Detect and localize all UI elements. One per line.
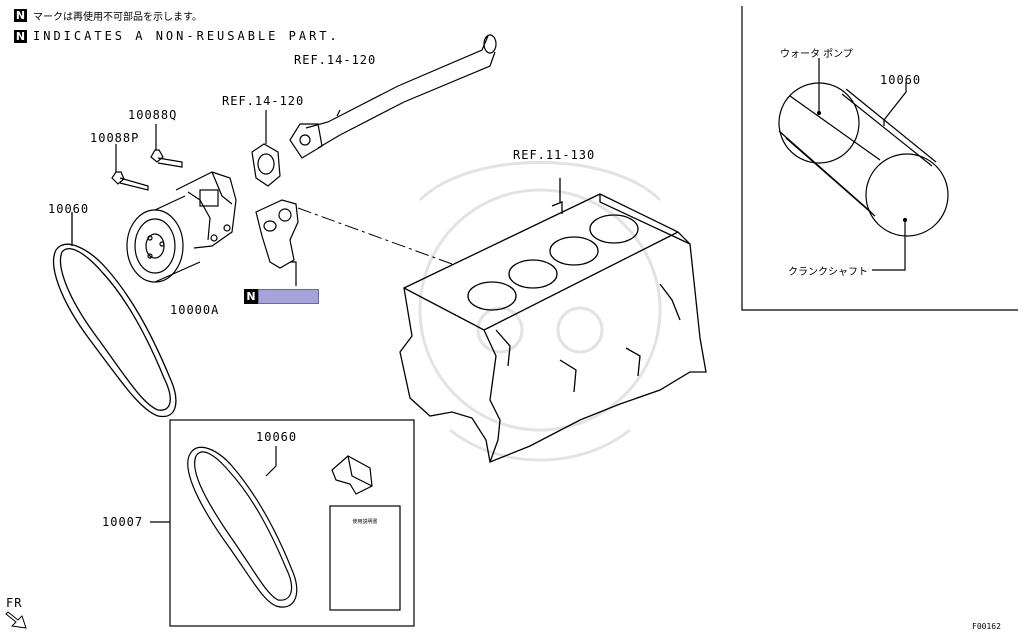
water-pipe — [289, 34, 497, 159]
ref-label-14-120-gasket[interactable]: REF.14-120 — [222, 94, 305, 108]
nonreusable-gasket-tag: N — [244, 289, 319, 304]
pipe-gasket — [251, 110, 281, 187]
legend-en-text: INDICATES A NON-REUSABLE PART. — [33, 29, 340, 43]
inset-frame — [741, 6, 1018, 311]
belt-left — [52, 212, 177, 418]
part-label-10060-belt[interactable]: 10060 — [48, 202, 90, 216]
manual-title: 使用説明書 — [352, 519, 378, 525]
kit-box — [150, 419, 415, 627]
water-pump-label: ウォータ ポンプ — [780, 49, 853, 60]
part-label-10088p[interactable]: 10088P — [90, 131, 140, 145]
inset-belt-diagram — [778, 58, 949, 271]
nonreusable-mark-icon: N — [14, 9, 27, 22]
bolt-10088q — [150, 124, 183, 168]
part-label-10000a[interactable]: 10000A — [170, 303, 220, 317]
figure-id: F00162 — [972, 622, 1001, 631]
part-label-10060-inset[interactable]: 10060 — [880, 73, 922, 87]
nonreusable-highlight-bar — [258, 289, 319, 304]
engine-block — [399, 178, 707, 463]
legend-jp-text: マークは再使用不可部品を示します。 — [33, 12, 202, 23]
part-label-10088q[interactable]: 10088Q — [128, 108, 178, 122]
nonreusable-mark-icon: N — [14, 29, 27, 43]
front-arrow — [5, 611, 27, 629]
ref-label-11-130[interactable]: REF.11-130 — [513, 148, 596, 162]
legend-jp-row: N マークは再使用不可部品を示します。 — [14, 8, 202, 23]
bolt-10088p — [111, 144, 149, 191]
watermark-logo — [418, 161, 662, 462]
part-label-10007[interactable]: 10007 — [102, 515, 144, 529]
alignment-line — [297, 207, 453, 265]
nonreusable-mark-icon: N — [244, 289, 258, 304]
part-label-10060-kit[interactable]: 10060 — [256, 430, 298, 444]
front-direction-label: FR — [6, 596, 23, 610]
water-pump — [126, 171, 237, 283]
crankshaft-label: クランクシャフト — [788, 267, 868, 278]
ref-label-14-120-pipe[interactable]: REF.14-120 — [294, 53, 377, 67]
pump-gasket — [255, 199, 299, 286]
legend-en-row: N INDICATES A NON-REUSABLE PART. — [14, 29, 340, 43]
